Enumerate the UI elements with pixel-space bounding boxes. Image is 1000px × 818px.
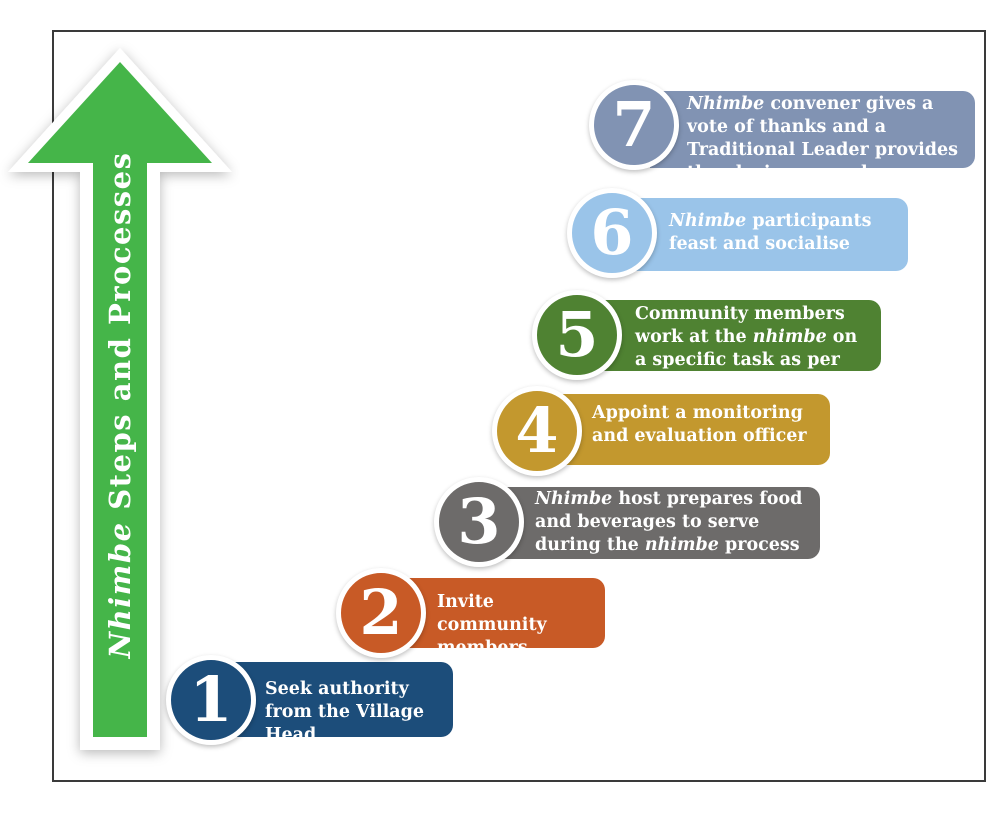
step-bar — [395, 578, 605, 648]
step-text-run: Seek authority from the Village Head — [265, 679, 424, 745]
step-text-run: Community members work at the — [635, 304, 845, 347]
step-number-badge: 2 — [336, 568, 426, 658]
arrow-title: Nhimbe Steps and Processes — [103, 152, 137, 659]
step-text-run: convener gives a vote of thanks and a Tr… — [687, 94, 959, 183]
arrow-title-italic: Nhimbe — [103, 521, 137, 659]
step-text-run: host prepares food and beverages to serv… — [535, 489, 803, 555]
up-arrow-icon — [8, 48, 232, 750]
step-text-italic: Nhimbe — [669, 211, 747, 231]
step-text-italic: Nhimbe — [687, 94, 765, 114]
step-bar — [220, 662, 453, 737]
step-text: Nhimbe host prepares food and beverages … — [535, 488, 812, 557]
step-text-italic: Nhimbe — [535, 489, 613, 509]
step-bar — [555, 394, 830, 465]
step-text: Seek authority from the Village Head — [265, 678, 445, 747]
step-number-badge: 1 — [166, 655, 256, 745]
step-number-badge: 5 — [532, 290, 622, 380]
step-text-run: Invite community members — [437, 592, 547, 658]
step-text: Invite community members — [437, 591, 597, 660]
step-number-badge: 7 — [589, 80, 679, 170]
step-number-badge: 3 — [434, 477, 524, 567]
arrow-title-rest: Steps and Processes — [103, 151, 137, 522]
step-bar — [650, 91, 975, 168]
step-text: Nhimbe participants feast and socialise — [669, 210, 900, 256]
step-text-italic: nhimbe — [752, 327, 827, 347]
step-bar — [630, 198, 908, 271]
step-bar — [495, 487, 820, 559]
step-text-italic: nhimbe — [644, 535, 719, 555]
step-bar — [598, 300, 881, 371]
step-text: Community members work at the nhimbe on … — [635, 303, 873, 395]
step-text: Appoint a monitoring and evaluation offi… — [592, 402, 822, 448]
step-number-badge: 4 — [492, 386, 582, 476]
up-arrow: Nhimbe Steps and Processes — [0, 0, 240, 818]
step-text-run: on a specific task as per the host’s pla… — [635, 327, 858, 393]
step-text: Nhimbe convener gives a vote of thanks a… — [687, 93, 967, 185]
step-text-run: Appoint a monitoring and evaluation offi… — [592, 403, 807, 446]
step-text-run: process — [718, 535, 800, 555]
step-number-badge: 6 — [567, 188, 657, 278]
step-text-run: participants feast and socialise — [669, 211, 872, 254]
